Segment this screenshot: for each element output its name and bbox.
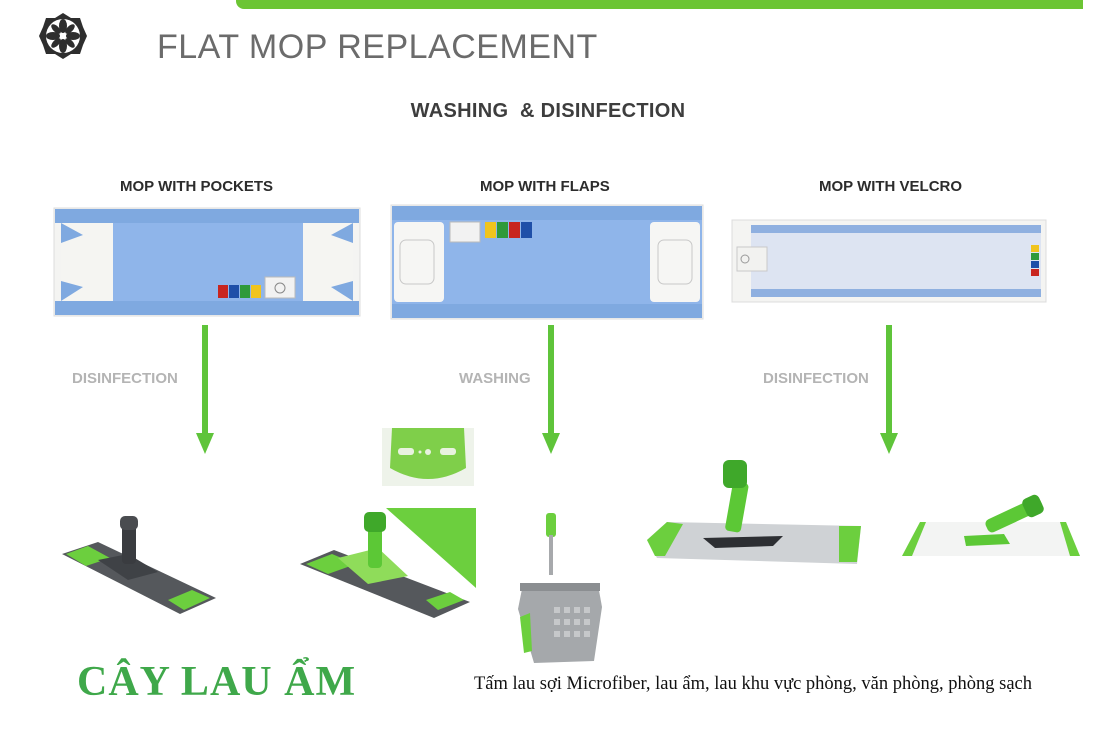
product-title: CÂY LAU ẨM xyxy=(77,659,357,705)
step-label-disinfection-1: DISINFECTION xyxy=(72,370,178,387)
aluminium-velcro-holder-image xyxy=(643,458,863,568)
green-plate-closeup-image xyxy=(382,428,474,486)
step-label-disinfection-2: DISINFECTION xyxy=(763,370,869,387)
green-flap-holder-image xyxy=(298,506,478,622)
step-label-washing: WASHING xyxy=(459,370,531,387)
heading-mop-flaps: MOP WITH FLAPS xyxy=(480,178,610,195)
gray-mop-holder-image xyxy=(58,514,218,618)
page-title: FLAT MOP REPLACEMENT xyxy=(157,28,598,66)
top-accent-bar xyxy=(236,0,1083,9)
velcro-mop-pad-image xyxy=(731,219,1047,303)
section-subtitle-text: WASHING & DISINFECTION xyxy=(410,100,686,122)
small-velcro-holder-image xyxy=(900,494,1082,564)
down-arrow-3 xyxy=(880,325,898,455)
flap-mop-pad-image xyxy=(390,204,704,320)
heading-mop-velcro: MOP WITH VELCRO xyxy=(819,178,963,195)
down-arrow-2 xyxy=(542,325,560,455)
company-logo xyxy=(38,12,88,60)
wringer-bucket-image xyxy=(514,511,606,667)
pocket-mop-pad-image xyxy=(53,207,361,317)
product-description: Tấm lau sợi Microfiber, lau ẩm, lau khu … xyxy=(474,674,1033,694)
heading-mop-pockets: MOP WITH POCKETS xyxy=(120,178,274,195)
section-subtitle: WASHING & DISINFECTION xyxy=(0,100,1106,123)
down-arrow-1 xyxy=(196,325,214,455)
